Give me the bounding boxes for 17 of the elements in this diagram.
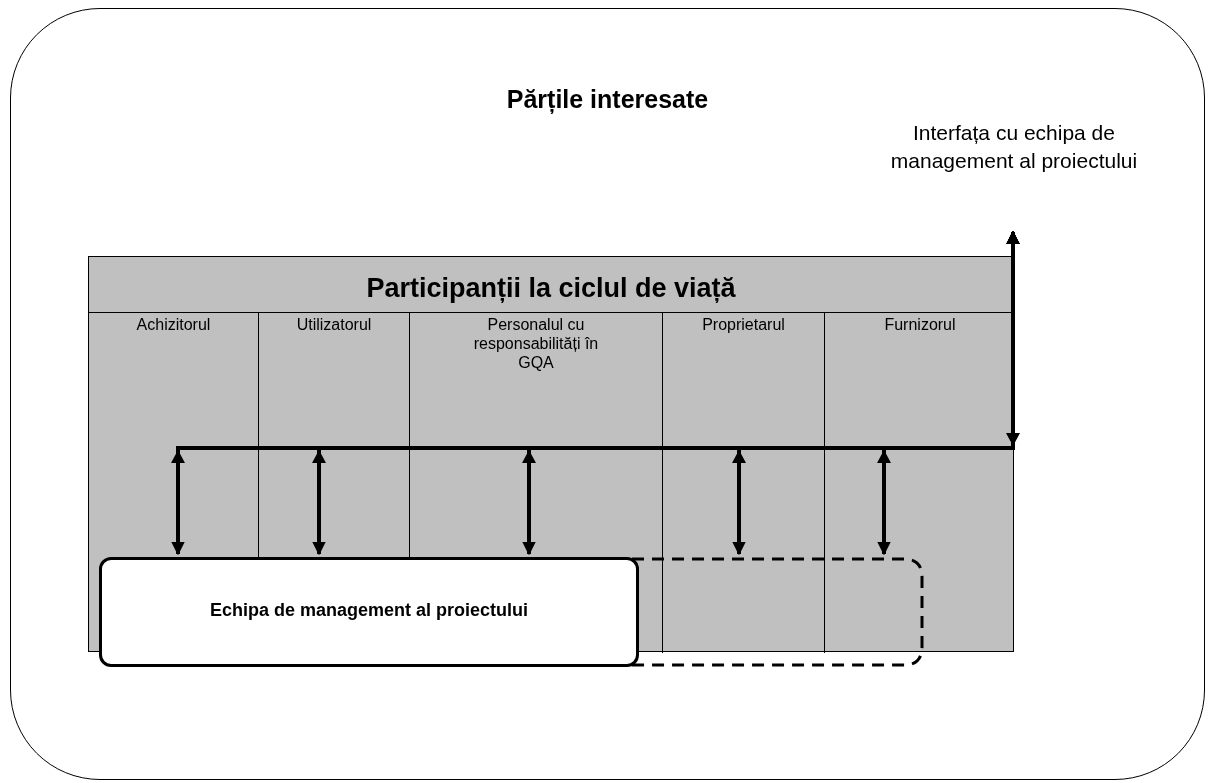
team-box	[99, 557, 639, 667]
area-title: Părțile interesate	[505, 85, 710, 114]
participant-column	[89, 312, 259, 408]
team-text: Echipa de management al proiectului	[208, 600, 530, 621]
participant-column	[410, 312, 663, 408]
participant-name: Personalul cu responsabilități în GQA	[472, 315, 600, 372]
participant-name: Utilizatorul	[295, 315, 373, 334]
participant-name: Achizitorul	[135, 315, 212, 334]
participant-column	[663, 312, 825, 408]
participant-column	[259, 312, 410, 408]
participant-name: Proprietarul	[701, 315, 786, 334]
interface-text: Interfața cu echipa de management al proiectului	[889, 120, 1139, 174]
participant-name: Furnizorul	[883, 315, 957, 334]
stakeholders-area	[10, 8, 1205, 780]
dashed-box	[632, 557, 924, 667]
double-arrow	[877, 230, 1020, 556]
panel-title: Participanții la ciclul de viață	[365, 272, 737, 305]
